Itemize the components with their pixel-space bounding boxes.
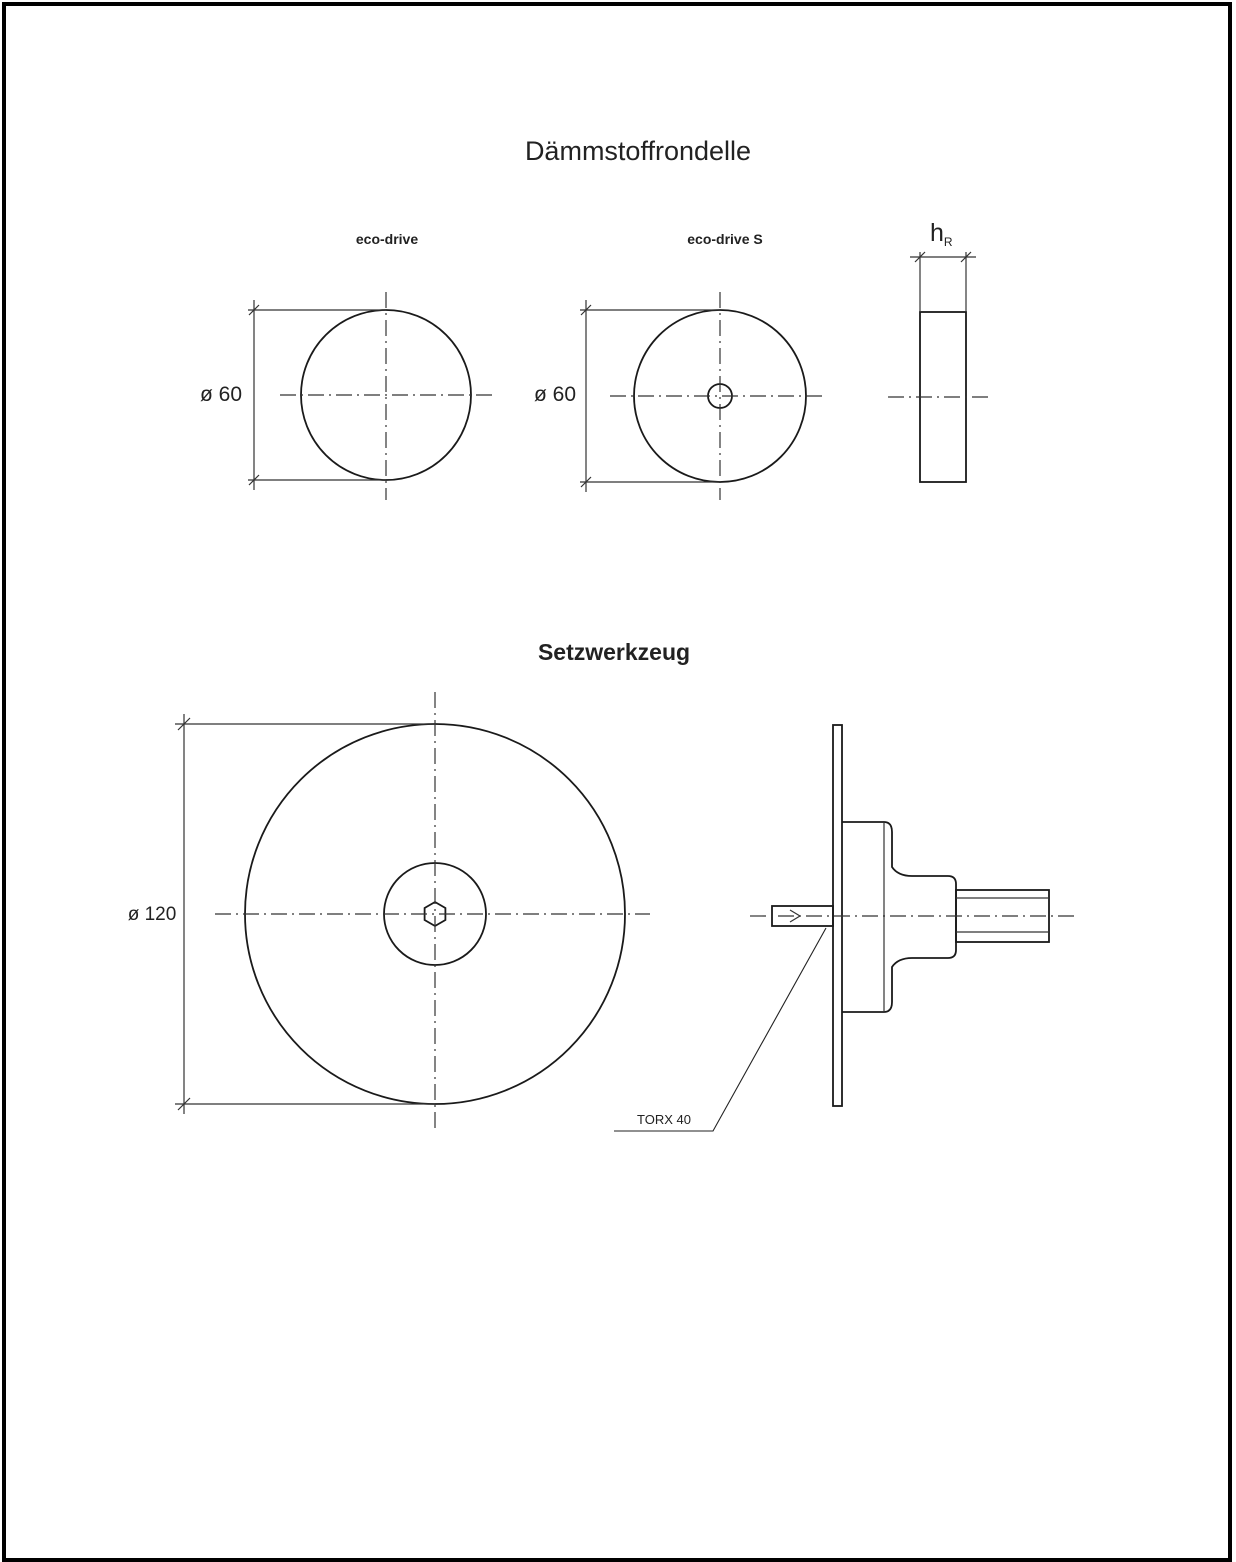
dimension-tick-top (580, 304, 592, 316)
view-tool-front: ø 120 (128, 692, 650, 1128)
torx-bit-detail (789, 909, 801, 917)
diameter-label-60: ø 60 (200, 383, 242, 406)
dimension-tick-top (177, 717, 191, 731)
view-eco-drive: ø 60 (200, 292, 493, 500)
tool-hub-side (842, 821, 957, 1013)
label-eco-drive: eco-drive (356, 231, 418, 247)
view-side-thickness: hR (888, 219, 990, 483)
dimension-tick-left (914, 251, 926, 263)
dimension-tick-bottom (580, 476, 592, 488)
view-tool-side: TORX 40 (614, 724, 1075, 1132)
callout-leader (614, 927, 827, 1132)
callout-torx-40: TORX 40 (637, 1112, 691, 1127)
dimension-tick-right (960, 251, 972, 263)
section-title-setting-tool: Setzwerkzeug (538, 639, 690, 665)
torx-bit-detail (789, 915, 801, 923)
view-eco-drive-s: ø 60 (534, 292, 827, 500)
dimension-tick-bottom (248, 474, 260, 486)
section-title-insulation-disc: Dämmstoffrondelle (525, 136, 751, 166)
dimension-tick-bottom (177, 1097, 191, 1111)
thickness-symbol: hR (930, 219, 953, 249)
diameter-label-60: ø 60 (534, 383, 576, 406)
label-eco-drive-s: eco-drive S (687, 231, 762, 247)
diameter-label-120: ø 120 (128, 904, 177, 925)
dimension-tick-top (248, 304, 260, 316)
